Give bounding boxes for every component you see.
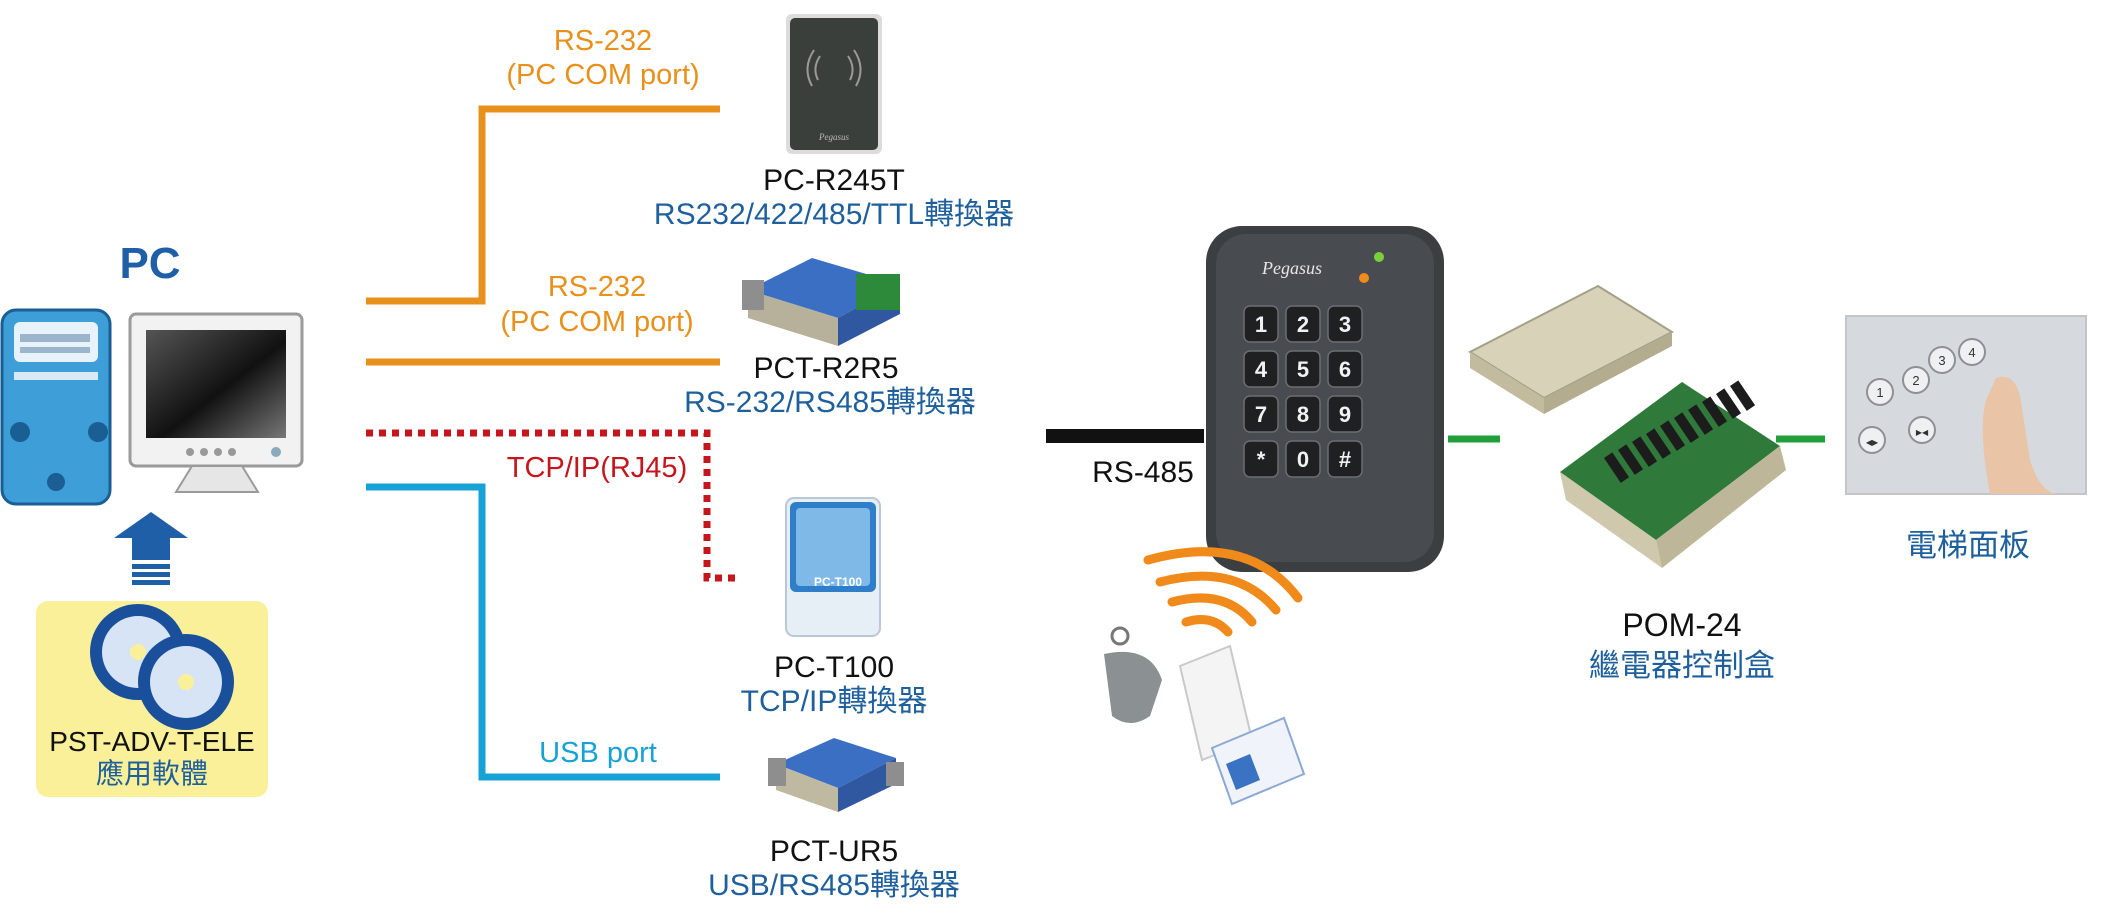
keypad-key-label: 0 (1297, 447, 1309, 472)
elevator-button[interactable]: ◀▶ (1858, 426, 1886, 454)
tcpip-label: TCP/IP(RJ45) (506, 452, 688, 484)
pom24-desc: 繼電器控制盒 (1589, 648, 1775, 683)
keypad-key[interactable]: 1 (1243, 305, 1279, 343)
pc-r245t-name: PC-R245T (763, 164, 905, 197)
relay-chip (1646, 428, 1672, 459)
elevator-button-label: 3 (1938, 353, 1945, 368)
relay-chip (1729, 380, 1756, 411)
software-cd-icon (36, 601, 268, 797)
keypad-key[interactable]: * (1243, 440, 1279, 478)
keypad-key-label: 5 (1297, 357, 1309, 382)
keypad-key[interactable]: 3 (1327, 305, 1363, 343)
pc-tower-icon (0, 308, 112, 506)
pc-r245t-device: Pegasus (786, 14, 882, 154)
relay-chip (1604, 452, 1630, 483)
elevator-button[interactable]: ▶◀ (1908, 416, 1936, 444)
pc-title: PC (119, 239, 181, 288)
pct-r2r5-desc: RS-232/RS485轉換器 (684, 386, 976, 419)
relay-chip (1660, 420, 1686, 451)
keypad-key[interactable]: 9 (1327, 395, 1363, 433)
upload-arrow-icon (114, 512, 188, 585)
rs232-mid-label-line1: RS-232 (547, 271, 647, 303)
elevator-button[interactable]: 4 (1958, 338, 1986, 366)
elevator-button-label: ▶◀ (1916, 428, 1929, 437)
keypad-key-label: 8 (1297, 402, 1309, 427)
keypad-reader-device: Pegasus (1206, 226, 1444, 572)
keypad-key-label: 2 (1297, 312, 1309, 337)
pct-ur5-desc: USB/RS485轉換器 (708, 869, 960, 902)
pc-t100-name: PC-T100 (773, 651, 895, 684)
keypad-key-label: 9 (1339, 402, 1351, 427)
relay-chip (1674, 412, 1700, 443)
keypad-key-label: 6 (1339, 357, 1351, 382)
rs232-line-top (366, 105, 720, 305)
tcpip-line (366, 429, 738, 582)
keypad-key[interactable]: 5 (1285, 350, 1321, 388)
pc-t100-desc: TCP/IP轉換器 (740, 685, 928, 718)
svg-text:PC-T100: PC-T100 (814, 575, 862, 589)
relay-chip (1632, 436, 1658, 467)
elevator-button-label: ◀▶ (1866, 438, 1879, 447)
rs232-mid-label-line2: (PC COM port) (500, 306, 694, 338)
elevator-button[interactable]: 2 (1902, 366, 1930, 394)
keypad-key[interactable]: 8 (1285, 395, 1321, 433)
keypad-key-label: 1 (1255, 312, 1267, 337)
software-desc: 應用軟體 (95, 758, 208, 789)
monitor-icon (128, 312, 304, 493)
elevator-panel-label: 電梯面板 (1906, 528, 2030, 563)
rfid-waves-icon (1143, 547, 1303, 637)
keypad-key[interactable]: 2 (1285, 305, 1321, 343)
pom24-relay-box-device (1467, 284, 1786, 568)
photo-id-card-icon (1210, 716, 1306, 806)
svg-text:Pegasus: Pegasus (1261, 258, 1322, 278)
rs485-label: RS-485 (1092, 456, 1194, 489)
pct-r2r5-device (742, 258, 900, 346)
svg-text:Pegasus: Pegasus (818, 132, 849, 142)
keypad-key-label: 4 (1255, 357, 1268, 382)
elevator-button[interactable]: 1 (1866, 378, 1894, 406)
keypad-key[interactable]: 0 (1285, 440, 1321, 478)
rs232-top-label-line2: (PC COM port) (506, 59, 700, 91)
rfid-keyfob-icon (1104, 626, 1162, 723)
relay-chip (1688, 404, 1714, 435)
software-name: PST-ADV-T-ELE (49, 726, 255, 757)
keypad-key-label: * (1257, 447, 1266, 472)
pc-t100-device: PC-T100 (785, 497, 881, 637)
rs232-top-label-line1: RS-232 (553, 25, 653, 57)
pct-ur5-name: PCT-UR5 (769, 835, 899, 868)
keypad-key-label: # (1339, 447, 1351, 472)
usb-line (366, 483, 720, 781)
pc-r245t-desc: RS232/422/485/TTL轉換器 (653, 198, 1015, 231)
keypad-key-label: 3 (1339, 312, 1351, 337)
elevator-button-label: 4 (1968, 345, 1975, 360)
elevator-button-label: 1 (1876, 385, 1883, 400)
keypad-key[interactable]: 7 (1243, 395, 1279, 433)
keypad-key[interactable]: # (1327, 440, 1363, 478)
keypad-key-label: 7 (1255, 402, 1267, 427)
pct-ur5-device (768, 738, 904, 812)
keypad-key[interactable]: 6 (1327, 350, 1363, 388)
elevator-button[interactable]: 3 (1928, 346, 1956, 374)
pom24-name: POM-24 (1622, 607, 1742, 643)
elevator-button-label: 2 (1912, 373, 1919, 388)
relay-chip (1716, 388, 1742, 419)
pct-r2r5-name: PCT-R2R5 (753, 352, 899, 385)
relay-chip (1618, 444, 1644, 475)
keypad-key[interactable]: 4 (1243, 350, 1279, 388)
usb-label: USB port (539, 737, 657, 769)
relay-chip (1702, 396, 1728, 427)
